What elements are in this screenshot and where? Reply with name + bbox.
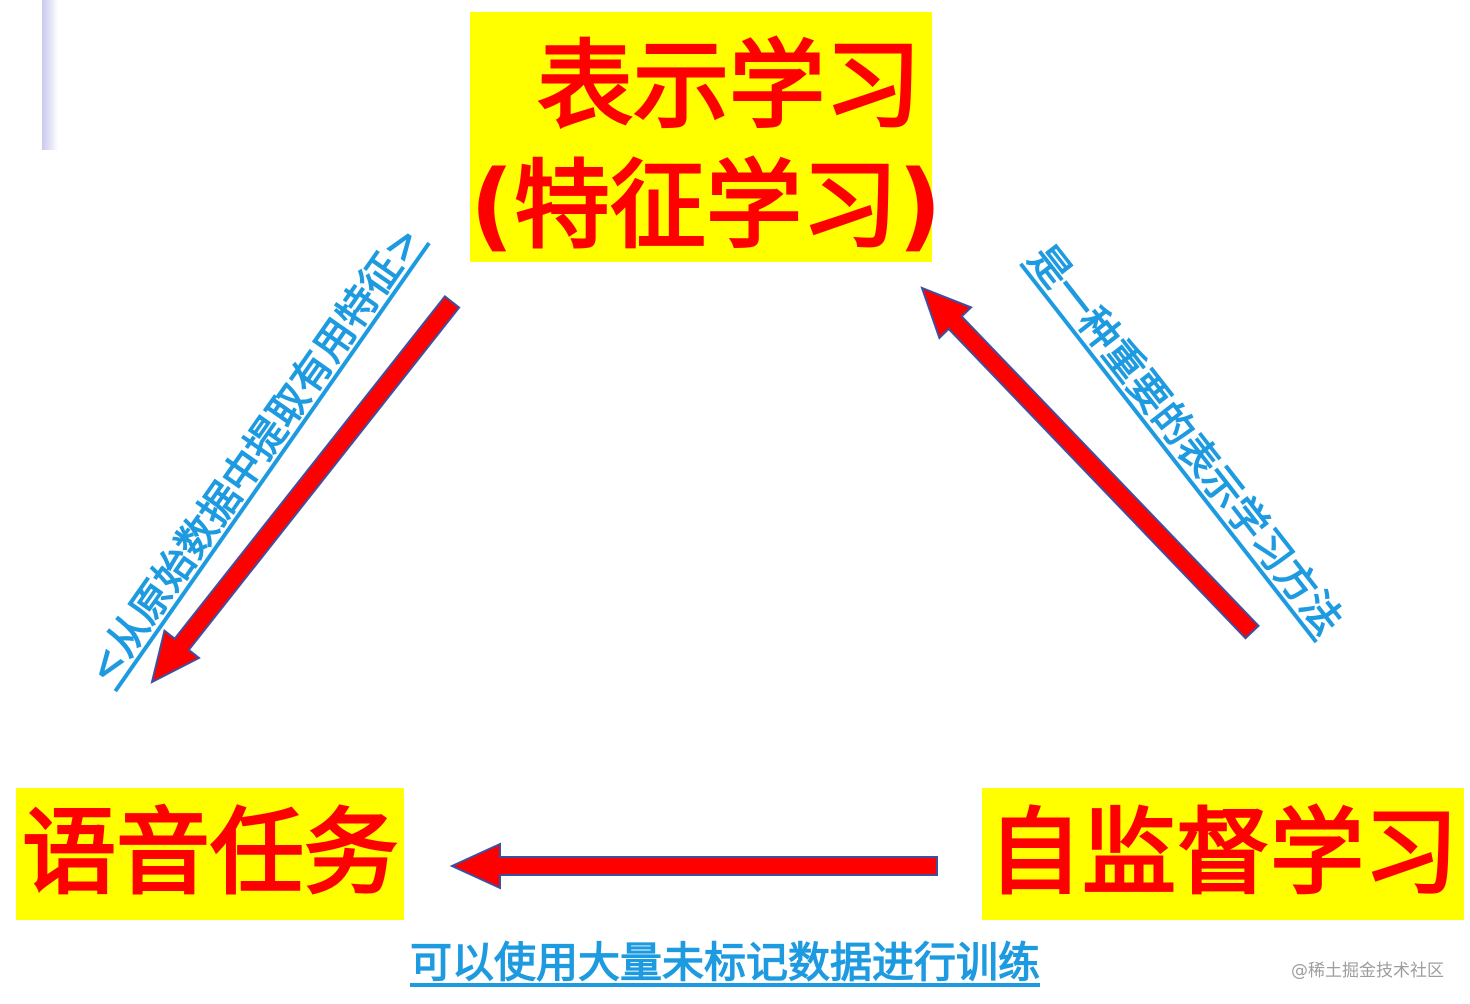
watermark: @稀土掘金技术社区 (1291, 961, 1444, 981)
node-representation-learning-subtitle: (特征学习) (470, 150, 942, 262)
slide-left-accent-bar (42, 0, 58, 150)
node-representation-learning: 表示学习 (特征学习) (470, 12, 942, 262)
node-representation-learning-title: 表示学习 (537, 30, 921, 142)
arrow-representation-to-speech (150, 294, 461, 684)
arrow-self-supervised-to-speech (449, 842, 938, 890)
node-speech-tasks: 语音任务 (16, 788, 404, 920)
node-self-supervised-learning: 自监督学习 (982, 788, 1464, 920)
edge-label-self-supervised-to-speech: 可以使用大量未标记数据进行训练 (409, 938, 1040, 987)
arrow-self-supervised-to-representation (920, 286, 1260, 640)
